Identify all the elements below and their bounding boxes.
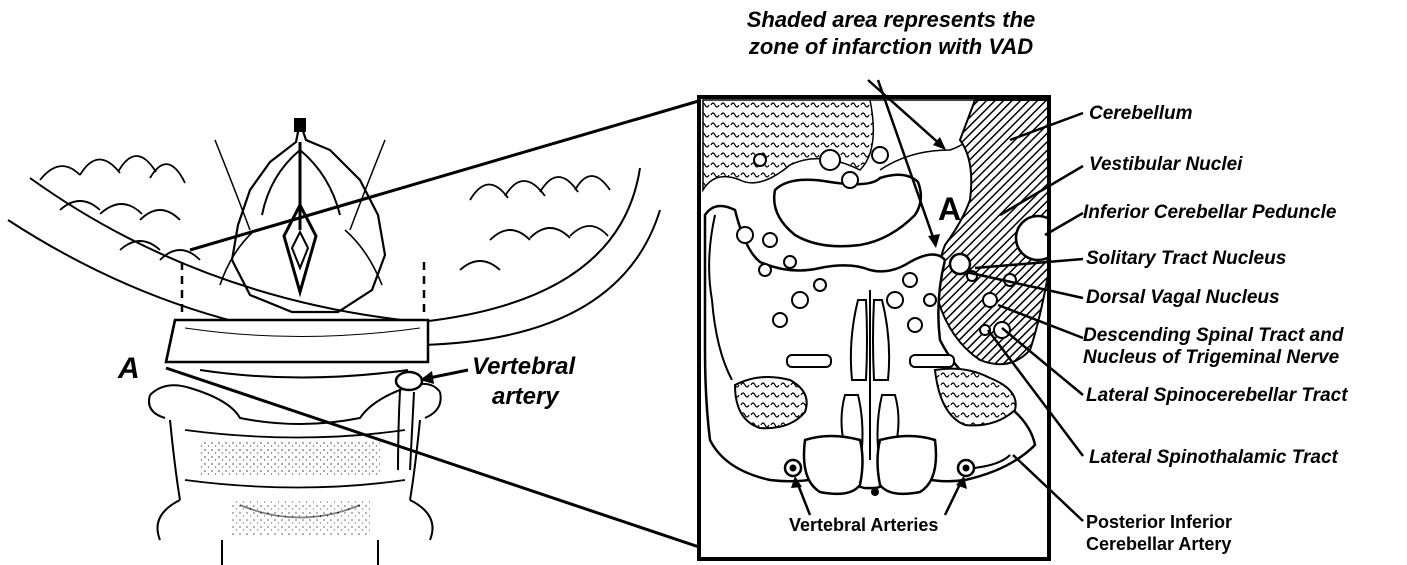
vertebral-arteries-label: Vertebral Arteries xyxy=(789,514,938,536)
label-lateral-spinothalamic-tract: Lateral Spinothalamic Tract xyxy=(1089,447,1338,469)
label-lateral-spinocerebellar-tract: Lateral Spinocerebellar Tract xyxy=(1086,385,1348,407)
label-pica: Posterior Inferior Cerebellar Artery xyxy=(1086,511,1232,555)
vertebral-artery-label: Vertebral artery xyxy=(472,352,575,412)
label-vestibular-nuclei: Vestibular Nuclei xyxy=(1089,154,1242,176)
label-cerebellum: Cerebellum xyxy=(1089,103,1192,125)
vertebral-artery-line-2: artery xyxy=(472,382,575,412)
pica-line-2: Cerebellar Artery xyxy=(1086,533,1232,555)
left-brainstem-illustration xyxy=(8,118,660,565)
label-inferior-cerebellar-peduncle: Inferior Cerebellar Peduncle xyxy=(1083,202,1336,224)
descending-line-2: Nucleus of Trigeminal Nerve xyxy=(1083,347,1343,369)
vertebral-artery-line-1: Vertebral xyxy=(472,352,575,382)
pica-line-1: Posterior Inferior xyxy=(1086,511,1232,533)
title-line-2: zone of infarction with VAD xyxy=(700,33,1082,60)
section-letter-inset: A xyxy=(938,191,961,228)
title-line-1: Shaded area represents the xyxy=(700,6,1082,33)
section-letter-left: A xyxy=(118,352,140,386)
medulla-cross-section-inset xyxy=(699,97,1060,559)
label-solitary-tract-nucleus: Solitary Tract Nucleus xyxy=(1086,248,1286,270)
label-dorsal-vagal-nucleus: Dorsal Vagal Nucleus xyxy=(1086,287,1280,309)
figure-title: Shaded area represents the zone of infar… xyxy=(700,6,1082,60)
label-descending-spinal-tract: Descending Spinal Tract and Nucleus of T… xyxy=(1083,325,1343,369)
projection-line-top xyxy=(190,100,702,250)
descending-line-1: Descending Spinal Tract and xyxy=(1083,325,1343,347)
